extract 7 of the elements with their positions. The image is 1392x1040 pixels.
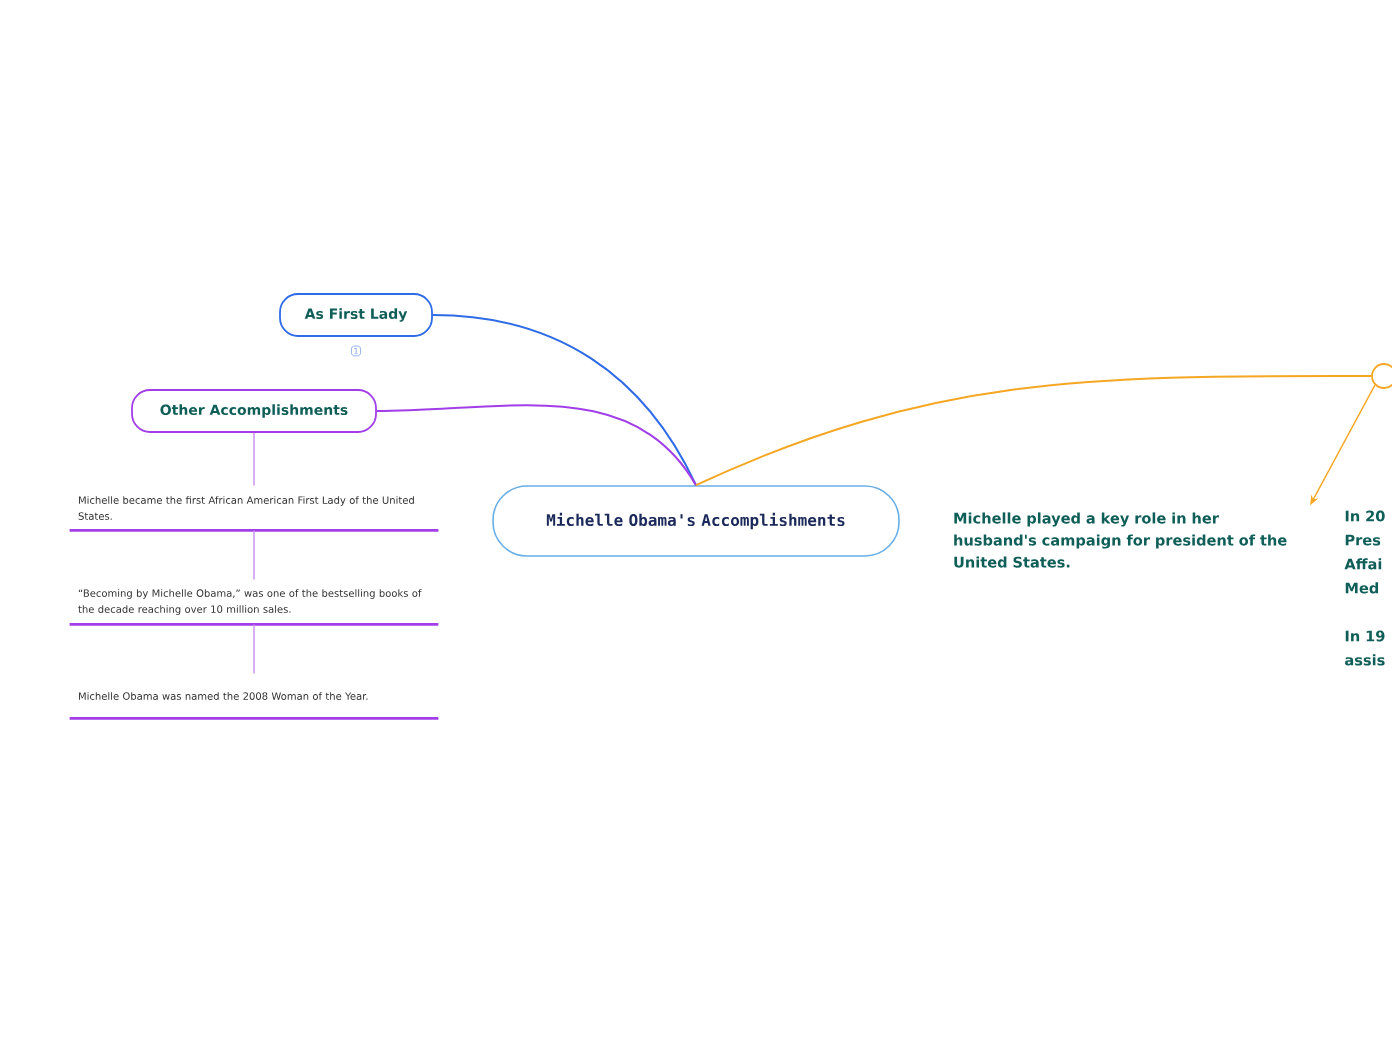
connector [695,375,1373,487]
connector [253,432,255,487]
connector [253,623,255,675]
central-topic-box: Michelle Obama's Accomplishments [492,485,900,557]
connector [431,314,697,487]
connector [375,404,697,487]
connector [253,529,255,581]
